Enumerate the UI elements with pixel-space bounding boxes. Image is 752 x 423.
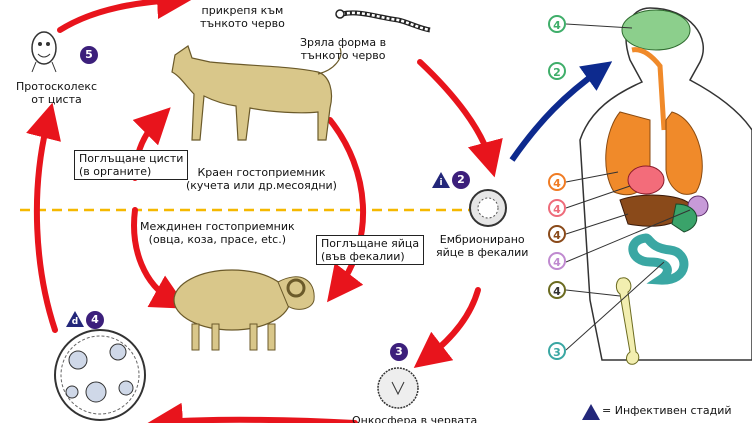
heart-organ xyxy=(627,165,665,195)
human-body-icon xyxy=(579,7,752,365)
legend-infective-text: = Инфективен стадий xyxy=(602,404,732,417)
infective-stage-letter: i xyxy=(439,178,443,188)
organ-marker-liver: 4 xyxy=(548,225,566,243)
organ-marker-intestine: 3 xyxy=(548,342,566,360)
arrow-bottom xyxy=(147,402,358,423)
throat xyxy=(631,47,667,131)
stage-badge-2: 2 xyxy=(452,171,470,189)
organ-marker-travel: 2 xyxy=(548,62,566,80)
arrow-intermediate-down xyxy=(131,207,188,309)
egg-icon xyxy=(469,189,507,227)
oncosphere-icon xyxy=(377,367,419,409)
sheep-icon xyxy=(173,269,315,351)
organ-marker-bone: 4 xyxy=(548,281,566,299)
organ-marker-brain: 4 xyxy=(548,15,566,33)
arrow-cyst-up xyxy=(26,102,61,333)
label-ingest-eggs: Поглъщане яйца(във фекалии) xyxy=(316,235,425,265)
arrow-to-intermediate xyxy=(327,117,366,303)
organ-marker-heart: 4 xyxy=(548,199,566,217)
stomach-organ xyxy=(671,203,698,233)
arrow-egg-to-oncosphere xyxy=(413,287,481,369)
label-definitive-host: Краен гостоприемник(кучета или др.месояд… xyxy=(186,166,337,192)
diagnostic-stage-icon xyxy=(66,311,84,327)
stage-badge-4: 4 xyxy=(86,311,104,329)
cyst-icon xyxy=(54,329,146,421)
lung-right xyxy=(665,111,703,195)
organ-pointer-lines xyxy=(565,23,691,351)
organ-marker-kidney: 4 xyxy=(548,252,566,270)
arrow-top-left xyxy=(57,0,193,33)
tapeworm-icon xyxy=(335,9,431,33)
label-oncosphere: Онкосфера в червата xyxy=(352,414,478,423)
brain-organ xyxy=(621,9,691,51)
protoscolex-icon xyxy=(31,31,57,73)
infective-stage-icon xyxy=(432,172,450,188)
legend-infective-icon xyxy=(582,404,600,420)
dog-icon xyxy=(171,45,342,141)
label-intermediate-host: Междинен гостоприемник(овца, коза, прасе… xyxy=(140,220,295,246)
arrow-top-right xyxy=(417,59,503,178)
stage-badge-3: 3 xyxy=(390,343,408,361)
organ-marker-lung: 4 xyxy=(548,173,566,191)
label-ingest-cysts: Поглъщане цисти(в органите) xyxy=(74,150,189,180)
intestine-organ xyxy=(628,233,689,285)
cycle-arrows xyxy=(26,0,503,423)
stage-badge-5: 5 xyxy=(80,46,98,64)
arrow-travel xyxy=(509,61,613,162)
diagnostic-stage-letter: d xyxy=(71,317,79,327)
